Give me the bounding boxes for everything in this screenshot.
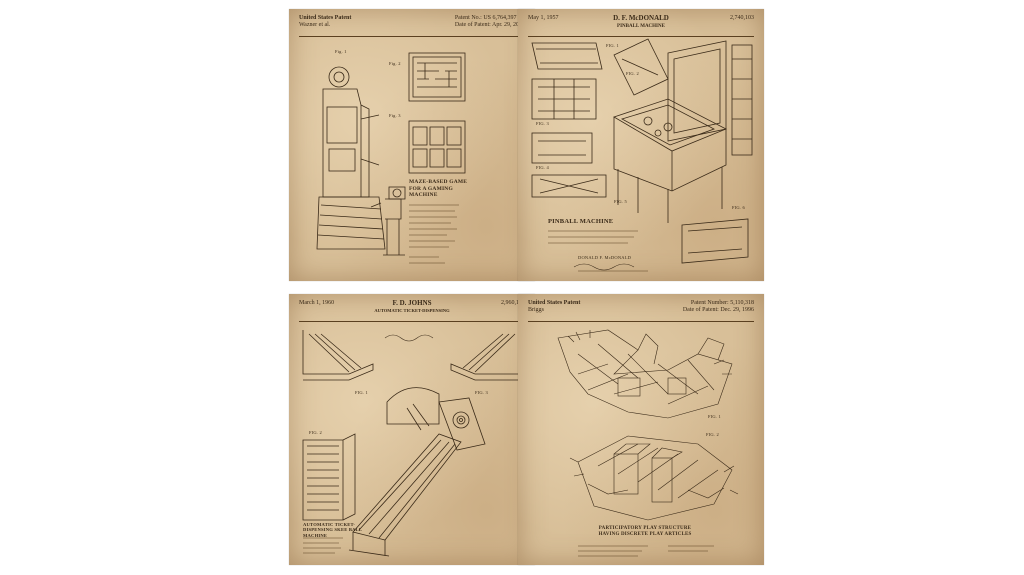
header-left-2: Wazner et al. <box>299 22 331 28</box>
pinball-drawing <box>531 38 753 272</box>
patent-title: PARTICIPATORY PLAY STRUCTURE HAVING DISC… <box>598 526 692 537</box>
patent-header: May 1, 1957 D. F. McDONALD PINBALL MACHIN… <box>528 15 754 37</box>
header-rule <box>528 36 754 37</box>
fig-label: FIG. 5 <box>614 199 627 204</box>
header-left: May 1, 1957 <box>528 15 559 21</box>
fig-label: FIG. 2 <box>309 430 322 435</box>
header-inventor: F. D. JOHNS <box>392 299 432 307</box>
header-rule <box>528 321 754 322</box>
fig-label: Fig. 1 <box>335 49 347 54</box>
header-left-2: Briggs <box>528 307 545 313</box>
fig-label: Fig. 2 <box>389 61 401 66</box>
header-rule <box>299 36 525 37</box>
header-subtitle: PINBALL MACHINE <box>617 24 665 29</box>
patent-title: AUTOMATIC TICKET-DISPENSING SKEE BALL MA… <box>303 522 362 538</box>
header-rule <box>299 321 525 322</box>
fig-label: Fig. 3 <box>389 113 401 118</box>
fig-label: FIG. 1 <box>355 390 368 395</box>
fig-label: FIG. 2 <box>626 71 639 76</box>
fig-label: FIG. 4 <box>536 165 549 170</box>
fig-label: FIG. 3 <box>536 121 549 126</box>
header-right-1: Patent Number: 5,110,318 <box>690 300 754 306</box>
patent-poster-pinball: May 1, 1957 D. F. McDONALD PINBALL MACHIN… <box>518 9 764 281</box>
inventor-name: DONALD F. McDONALD <box>578 255 632 260</box>
skee-ball-drawing <box>302 330 522 557</box>
header-left-1: United States Patent <box>528 300 581 306</box>
patent-title: MAZE-BASED GAME FOR A GAMING MACHINE <box>409 179 468 198</box>
fig-label: FIG. 1 <box>708 414 721 419</box>
header-right: 2,740,103 <box>730 15 754 21</box>
patent-title: PINBALL MACHINE <box>548 218 614 225</box>
fig-label: FIG. 6 <box>732 205 745 210</box>
gaming-machine-drawing <box>316 52 466 264</box>
play-structure-drawing <box>557 329 739 557</box>
header-inventor: D. F. McDONALD <box>613 14 669 22</box>
header-left-1: United States Patent <box>299 15 352 21</box>
fig-label: FIG. 3 <box>475 390 488 395</box>
header-right: 2,960,131 <box>501 300 525 306</box>
header-left: March 1, 1960 <box>299 300 335 306</box>
header-right-2: Date of Patent: Apr. 29, 2003 <box>454 22 525 28</box>
fig-label: FIG. 2 <box>706 432 719 437</box>
header-right-2: Date of Patent: Dec. 29, 1996 <box>682 307 754 313</box>
fig-label: FIG. 1 <box>606 43 619 48</box>
header-right-1: Patent No.: US 6,764,397 B2 <box>454 15 525 21</box>
header-subtitle: AUTOMATIC TICKET-DISPENSING <box>374 308 450 313</box>
